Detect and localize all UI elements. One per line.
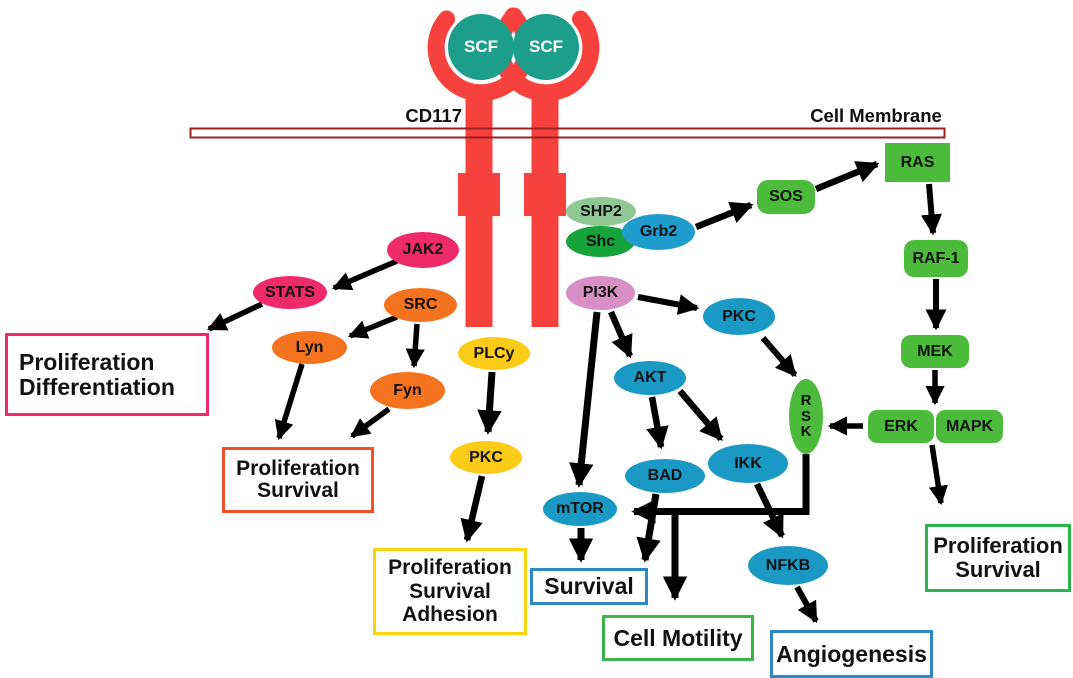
arrow-akt-ikk [677,388,724,442]
cell-membrane-line [189,127,946,139]
outcome-cell-motility: Cell Motility [602,615,754,661]
outcome-line: Proliferation [236,456,360,480]
node-fyn: Fyn [370,372,445,409]
outcome-line: Survival [409,579,491,603]
outcome-survival: Survival [530,568,648,605]
arrow-plcy-pkc [477,371,502,435]
arrow-stats-proliferation-differentiation [207,301,264,332]
outcome-line: Angiogenesis [776,640,927,667]
rsk-letter-r: R [800,391,812,409]
arrow-fyn-proliferation-survival [350,406,391,439]
node-scf-right: SCF [513,14,579,80]
arrow-jak2-stats [331,258,399,291]
node-src: SRC [384,288,457,322]
node-pkc-yellow: PKC [450,441,522,474]
outcome-line: Survival [544,573,634,600]
outcome-proliferation-differentiation: Proliferation Differentiation [5,333,209,416]
node-shp2: SHP2 [566,197,636,226]
outcome-line: Differentiation [19,373,175,400]
arrow-pi3k-akt [608,310,633,359]
node-jak2: JAK2 [387,232,459,268]
outcome-proliferation-survival-adhesion: Proliferation Survival Adhesion [373,548,527,635]
arrow-bad-survival [636,493,661,563]
arrow-rsk-mtor [631,454,810,524]
receptor-shape [427,7,600,327]
outcome-line: Proliferation [933,533,1063,559]
node-mek: MEK [901,335,969,368]
cell-membrane-label: Cell Membrane [810,105,942,126]
node-bad: BAD [625,459,705,493]
arrow-pi3k-mtor [569,311,601,488]
receptor-kinase-right [524,173,566,216]
node-rsk: R S K [789,379,823,454]
node-pi3k: PI3K [566,276,635,310]
node-raf1: RAF-1 [904,240,968,277]
arrow-nfkb-angiogenesis [794,585,819,624]
rsk-letter-s: S [800,407,811,425]
arrows [207,160,948,624]
arrow-ras-raf1 [921,183,942,236]
outcome-line: Cell Motility [613,624,743,651]
outcome-proliferation-survival-orange: Proliferation Survival [222,447,374,513]
node-erk: ERK [868,410,934,443]
outcome-line: Adhesion [402,603,498,627]
arrow-sos-ras [814,160,880,193]
outcome-line: Proliferation [388,556,512,580]
arrow-mapk-proliferation-survival [928,444,948,506]
rsk-letter-k: K [800,423,812,441]
node-plcy: PLCy [458,337,530,370]
outcome-line: Survival [955,557,1041,582]
node-grb2: Grb2 [622,214,695,250]
outcome-angiogenesis: Angiogenesis [770,630,933,678]
node-nfkb: NFKB [748,546,828,585]
receptor-kinase-left [458,173,500,216]
arrow-akt-bad [646,396,669,450]
node-ikk: IKK [708,444,788,483]
node-mtor: mTOR [543,492,617,526]
arrow-src-fyn [405,323,425,369]
node-ras: RAS [885,143,950,182]
node-sos: SOS [757,180,815,214]
arrow-pi3k-pkc [637,294,700,315]
cd117-label: CD117 [405,105,462,126]
arrow-src-lyn [347,314,399,339]
arrow-pkc-proliferation-survival-adhesion [460,475,486,543]
node-mapk: MAPK [936,410,1003,443]
arrow-grb2-sos [694,201,754,231]
node-lyn: Lyn [272,331,347,364]
node-pkc-blue: PKC [703,298,775,335]
outcome-line: Survival [257,479,339,502]
outcome-line: Proliferation [19,348,155,375]
node-scf-left: SCF [448,14,514,80]
arrow-lyn-proliferation-survival [274,363,305,441]
arrow-pkc-rsk [760,336,798,377]
node-stats: STATS [253,276,327,309]
node-akt: AKT [614,361,686,395]
outcome-proliferation-survival-green: Proliferation Survival [925,524,1071,592]
